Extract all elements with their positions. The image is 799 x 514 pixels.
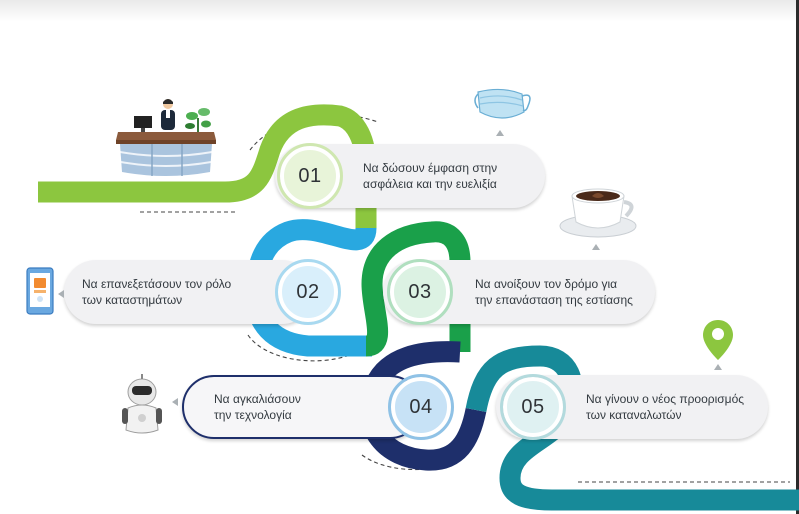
step-2-number: 02 [275, 259, 341, 325]
step-3-number: 03 [387, 259, 453, 325]
step-3-text: Να ανοίξουν τον δρόμο για την επανάσταση… [475, 277, 633, 307]
track-segment-1 [38, 104, 377, 228]
step-1-text: Να δώσουν έμφαση στην ασφάλεια και την ε… [363, 161, 498, 191]
step-2-text: Να επανεξετάσουν τον ρόλο των καταστημάτ… [82, 277, 232, 307]
track-segment-2 [245, 219, 377, 357]
step-4-number: 04 [388, 374, 454, 440]
step-1-number: 01 [277, 143, 343, 209]
top-shadow [0, 0, 799, 22]
right-edge [796, 0, 799, 514]
step-2-pill: Να επανεξετάσουν τον ρόλο των καταστημάτ… [64, 260, 314, 324]
dashed-arc-2 [247, 334, 351, 362]
robot-icon [122, 374, 178, 434]
coffee-cup-icon [559, 188, 637, 250]
tablet-shopping-icon [26, 267, 64, 315]
reception-desk-icon [116, 99, 216, 176]
step-4-text: Να αγκαλιάσουν την τεχνολογία [214, 392, 301, 422]
track-segment-3 [361, 221, 471, 357]
face-mask-icon [474, 88, 531, 136]
step-4-pill: Να αγκαλιάσουν την τεχνολογία [182, 375, 422, 439]
step-5-number: 05 [500, 374, 566, 440]
location-pin-icon [703, 320, 733, 370]
step-5-text: Να γίνουν ο νέος προορισμός των καταναλω… [586, 392, 745, 422]
